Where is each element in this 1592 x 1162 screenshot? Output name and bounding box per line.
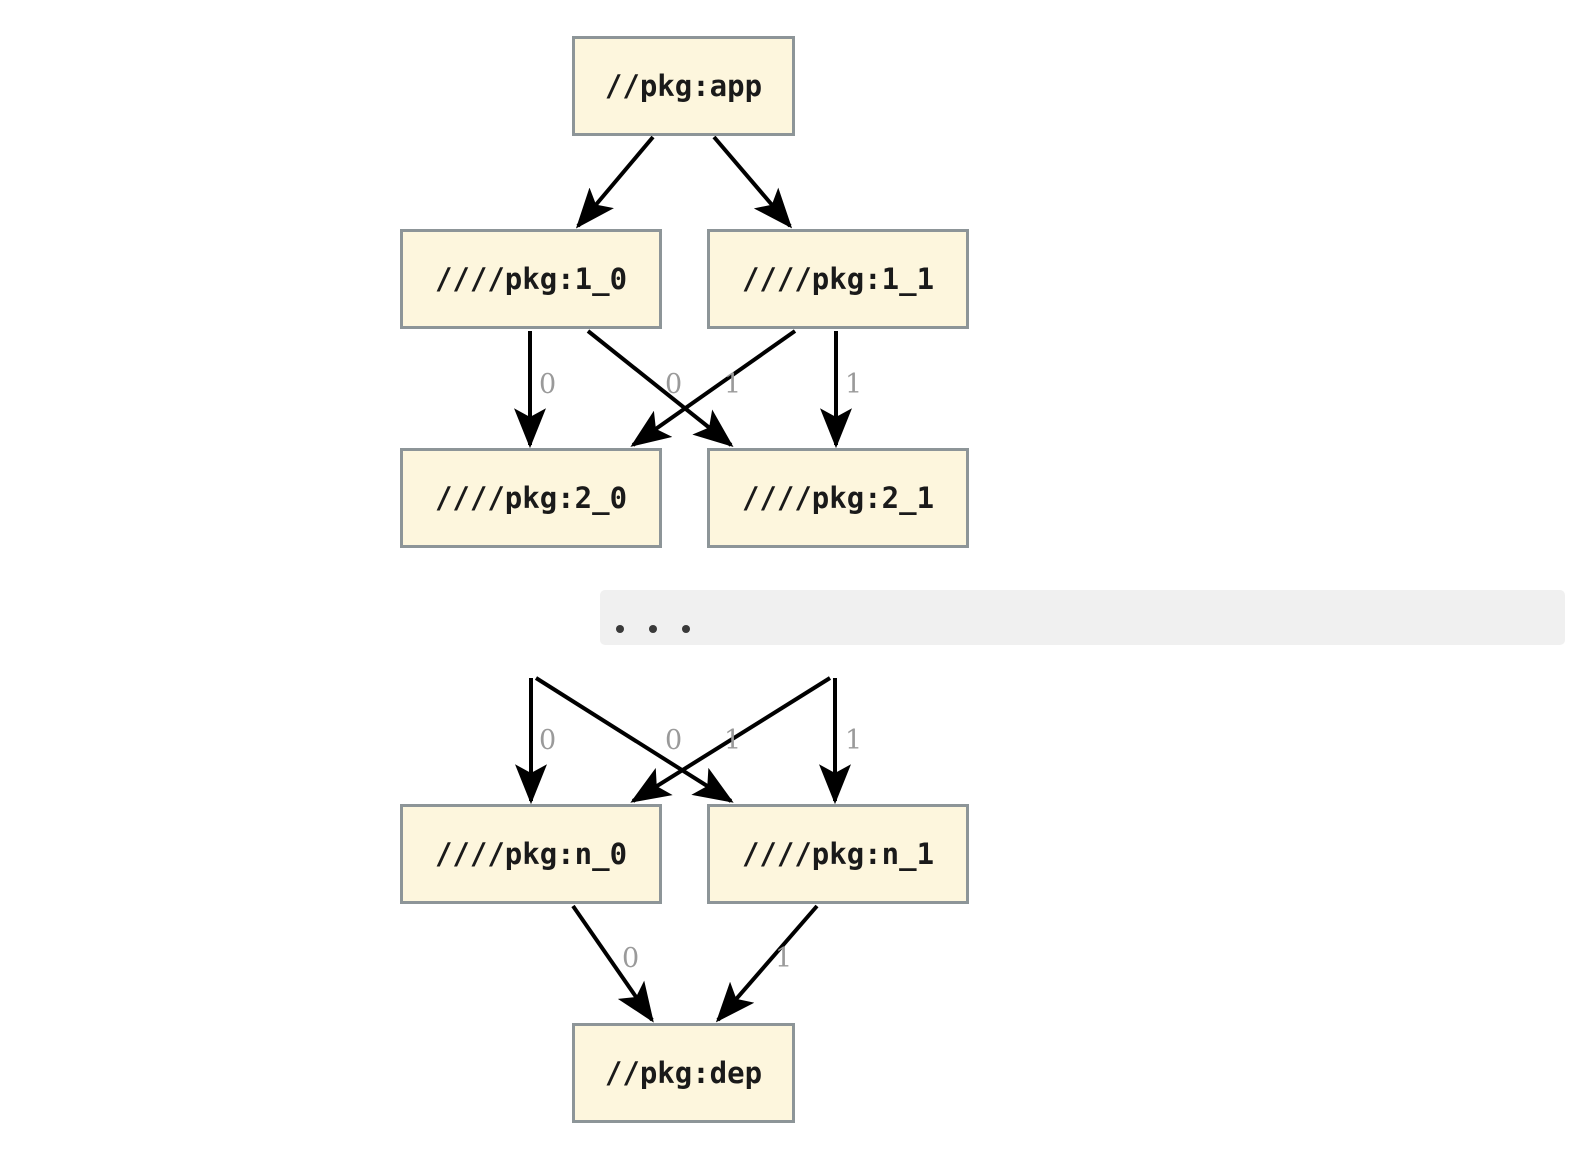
node-label: ////pkg:n_0 bbox=[434, 837, 628, 871]
node-dep[interactable]: //pkg:dep bbox=[572, 1023, 795, 1123]
node-n2_1[interactable]: ////pkg:2_1 bbox=[707, 448, 969, 548]
node-label: ////pkg:n_1 bbox=[741, 837, 935, 871]
edge-label: 0 bbox=[539, 725, 557, 756]
ellipsis-band bbox=[600, 590, 1565, 645]
edge-nn_1-to-dep bbox=[715, 904, 819, 1023]
node-label: //pkg:dep bbox=[604, 1056, 763, 1090]
edge-label: 1 bbox=[775, 943, 793, 974]
edge-label: 0 bbox=[622, 943, 640, 974]
node-label: ////pkg:2_1 bbox=[741, 481, 935, 515]
node-label: ////pkg:1_1 bbox=[741, 262, 935, 296]
node-label: //pkg:app bbox=[604, 69, 763, 103]
node-n1_1[interactable]: ////pkg:1_1 bbox=[707, 229, 969, 329]
edge-label: 1 bbox=[845, 725, 863, 756]
edge-n1_1-to-n2_0 bbox=[630, 329, 797, 447]
edge-label: 0 bbox=[665, 725, 683, 756]
node-n1_0[interactable]: ////pkg:1_0 bbox=[400, 229, 662, 329]
edge-label: 1 bbox=[724, 725, 742, 756]
node-app[interactable]: //pkg:app bbox=[572, 36, 795, 136]
ellipsis-dot bbox=[682, 624, 690, 633]
edge-label: 1 bbox=[845, 369, 863, 400]
node-label: ////pkg:2_0 bbox=[434, 481, 628, 515]
edge-label: 1 bbox=[724, 369, 742, 400]
edge-n1_0-to-n2_1 bbox=[586, 329, 734, 447]
ellipsis-dots bbox=[616, 624, 690, 633]
edge-app-to-n1_0 bbox=[575, 135, 655, 229]
edge-label: 0 bbox=[665, 369, 683, 400]
edge-hidden-0-to-nn_1 bbox=[534, 676, 734, 803]
edge-label: 0 bbox=[539, 369, 557, 400]
node-n2_0[interactable]: ////pkg:2_0 bbox=[400, 448, 662, 548]
ellipsis-dot bbox=[616, 624, 624, 633]
node-label: ////pkg:1_0 bbox=[434, 262, 628, 296]
edge-nn_0-to-dep bbox=[571, 904, 654, 1023]
node-nn_0[interactable]: ////pkg:n_0 bbox=[400, 804, 662, 904]
edge-app-to-n1_1 bbox=[712, 135, 793, 229]
ellipsis-dot bbox=[649, 624, 657, 633]
node-nn_1[interactable]: ////pkg:n_1 bbox=[707, 804, 969, 904]
